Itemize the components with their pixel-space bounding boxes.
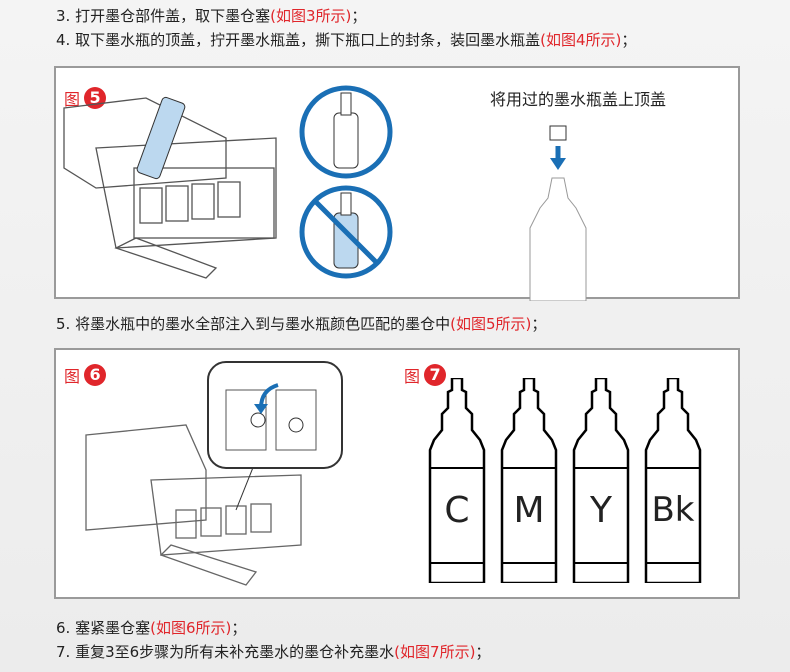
- ink-bottle-m: M: [500, 378, 558, 583]
- step-ref: (如图4所示): [540, 31, 622, 49]
- step-4: 4. 取下墨水瓶的顶盖，拧开墨水瓶盖，撕下瓶口上的封条，装回墨水瓶盖(如图4所示…: [56, 29, 636, 50]
- printer-drawing: [63, 97, 277, 279]
- bottle-label: Y: [590, 490, 612, 531]
- step-end: ；: [351, 7, 367, 25]
- prohibited-icon: [299, 185, 393, 279]
- bottle-shape: [572, 378, 630, 583]
- step-end: ；: [231, 619, 247, 637]
- ink-bottles: C M Y Bk: [428, 378, 702, 583]
- zoom-callout: [207, 361, 343, 469]
- figure-label-text: 图: [64, 90, 81, 109]
- step-5: 5. 将墨水瓶中的墨水全部注入到与墨水瓶颜色匹配的墨仓中(如图5所示)；: [56, 313, 546, 334]
- step-end: ；: [621, 31, 637, 49]
- figure-6-illustration: [85, 361, 343, 586]
- bottle-cap-diagram: [529, 125, 587, 301]
- step-text: 3. 打开墨仓部件盖，取下墨仓塞: [56, 7, 271, 25]
- bottle-shape: [644, 378, 702, 583]
- ink-bottle-pouring: [136, 96, 186, 180]
- step-text: 6. 塞紧墨仓塞: [56, 619, 151, 637]
- step-ref: (如图6所示): [150, 619, 232, 637]
- bottle-shape: [428, 378, 486, 583]
- step-text: 4. 取下墨水瓶的顶盖，拧开墨水瓶盖，撕下瓶口上的封条，装回墨水瓶盖: [56, 31, 541, 49]
- ink-bottle-y: Y: [572, 378, 630, 583]
- ink-bottle-bk: Bk: [644, 378, 702, 583]
- step-end: ；: [475, 643, 491, 661]
- step-ref: (如图3所示): [270, 7, 352, 25]
- bottle-label: M: [513, 490, 545, 531]
- figure-5-illustration: [63, 85, 587, 301]
- step-end: ；: [531, 315, 547, 333]
- figure-5-caption: 将用过的墨水瓶盖上顶盖: [490, 90, 667, 109]
- step-text: 5. 将墨水瓶中的墨水全部注入到与墨水瓶颜色匹配的墨仓中: [56, 315, 451, 333]
- bottle-shape: [500, 378, 558, 583]
- figure-number-badge: 6: [84, 364, 107, 386]
- ink-bottle-c: C: [428, 378, 486, 583]
- step-ref: (如图5所示): [450, 315, 532, 333]
- printer-drawing: [85, 424, 302, 586]
- step-3: 3. 打开墨仓部件盖，取下墨仓塞(如图3所示)；: [56, 5, 366, 26]
- step-7: 7. 重复3至6步骤为所有未补充墨水的墨仓补充墨水(如图7所示)；: [56, 641, 490, 662]
- bottle-label: Bk: [651, 490, 695, 530]
- bottle-label: C: [444, 490, 470, 531]
- figure-label-text: 图: [64, 367, 81, 386]
- step-text: 7. 重复3至6步骤为所有未补充墨水的墨仓补充墨水: [56, 643, 395, 661]
- correct-icon: [299, 85, 393, 179]
- figure-label-text: 图: [404, 367, 421, 386]
- figure-number-badge: 7: [424, 364, 447, 386]
- step-ref: (如图7所示): [394, 643, 476, 661]
- step-6: 6. 塞紧墨仓塞(如图6所示)；: [56, 617, 246, 638]
